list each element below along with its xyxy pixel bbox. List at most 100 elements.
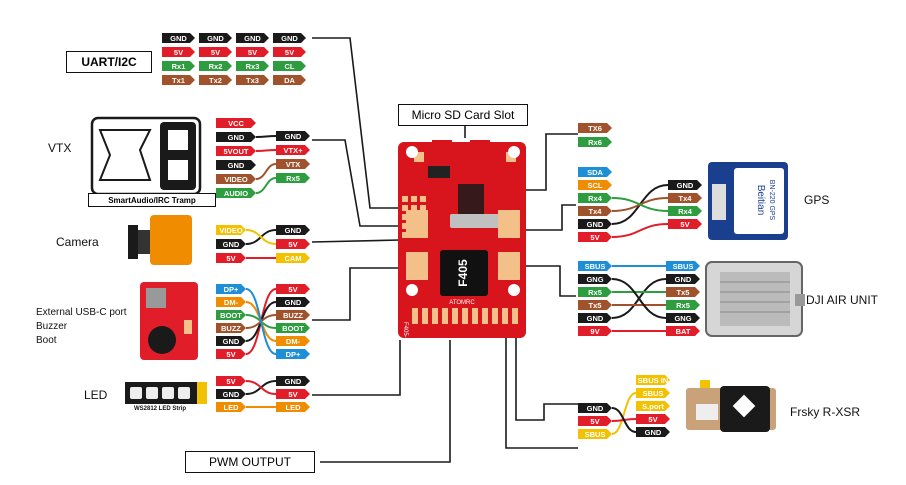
pin-label: GND bbox=[228, 133, 245, 142]
pin-tag: GND bbox=[578, 403, 612, 413]
pin-label: VCC bbox=[228, 119, 244, 128]
ws2812-label: WS2812 LED Strip bbox=[134, 406, 187, 412]
pin-label: Rx5 bbox=[286, 174, 300, 183]
buzzer-label: Buzzer bbox=[36, 321, 68, 332]
pin-label: DP+ bbox=[286, 350, 301, 359]
wire bbox=[611, 197, 669, 212]
pin-tag: 5V bbox=[216, 376, 246, 386]
pin-label: GND bbox=[645, 428, 662, 437]
pin-label: VTX bbox=[286, 160, 301, 169]
led-strip bbox=[125, 382, 207, 404]
pin-tag: 5V bbox=[216, 253, 246, 263]
pin-tag: GNG bbox=[578, 274, 612, 284]
pin-tag: GND bbox=[578, 313, 612, 323]
pin-label: GNG bbox=[586, 275, 603, 284]
pin-label: Tx1 bbox=[172, 76, 185, 85]
pin-label: 5V bbox=[680, 220, 689, 229]
flight-controller: F405 ATOMRC F405-NAVI bbox=[398, 140, 526, 352]
wire bbox=[255, 149, 277, 152]
pin-label: DM- bbox=[224, 298, 239, 307]
pin-tag: GND bbox=[216, 336, 246, 346]
pin-tag: GND bbox=[216, 160, 256, 170]
wire bbox=[245, 229, 277, 245]
pin-tag: GND bbox=[216, 239, 246, 249]
pin-tag: TX6 bbox=[578, 123, 612, 133]
pin-tag: GNG bbox=[666, 313, 700, 323]
pin-label: 5V bbox=[590, 417, 599, 426]
usb-label: External USB-C port bbox=[36, 307, 127, 318]
pin-label: GND bbox=[675, 275, 692, 284]
pin-tag: Tx4 bbox=[578, 206, 612, 216]
pin-tag: GND bbox=[276, 297, 310, 307]
pin-tag: SCL bbox=[578, 180, 612, 190]
pin-tag: GND bbox=[578, 219, 612, 229]
pin-label: 9V bbox=[590, 327, 599, 336]
pin-tag: 5V bbox=[668, 219, 702, 229]
gps-brand: Beitian bbox=[755, 185, 766, 216]
pin-tag: Rx5 bbox=[276, 173, 310, 183]
pin-tag: BAT bbox=[666, 326, 700, 336]
wire bbox=[611, 407, 637, 433]
pin-label: CL bbox=[285, 62, 295, 71]
pin-label: GND bbox=[223, 240, 240, 249]
pin-tag: DA bbox=[273, 75, 306, 85]
pin-label: LED bbox=[286, 403, 302, 412]
pin-tag: Tx2 bbox=[199, 75, 232, 85]
smartaudio-box: SmartAudio/IRC Tramp bbox=[88, 193, 216, 207]
pin-label: GND bbox=[587, 314, 604, 323]
pin-label: TX6 bbox=[588, 124, 602, 133]
pin-tag: GND bbox=[199, 33, 232, 43]
pin-label: SBUS bbox=[585, 430, 606, 439]
pin-label: GND bbox=[170, 34, 187, 43]
wire bbox=[255, 177, 277, 194]
pin-tag: Rx1 bbox=[162, 61, 195, 71]
uart-i2c-box: UART/I2C bbox=[66, 51, 152, 73]
pin-label: Tx5 bbox=[589, 301, 602, 310]
pin-label: GND bbox=[285, 226, 302, 235]
pin-tag: 5VOUT bbox=[216, 146, 256, 156]
pin-tag: Rx6 bbox=[578, 137, 612, 147]
pin-label: Rx5 bbox=[588, 288, 602, 297]
pin-label: 5V bbox=[226, 254, 235, 263]
frsky-label: Frsky R-XSR bbox=[790, 405, 860, 419]
pin-tag: DM- bbox=[216, 297, 246, 307]
pin-tag: GND bbox=[216, 389, 246, 399]
pin-tag: SBUS IN bbox=[636, 375, 670, 385]
pin-tag: 5V bbox=[273, 47, 306, 57]
pin-tag: LED bbox=[276, 402, 310, 412]
vtx-label: VTX bbox=[48, 141, 72, 155]
usb-buzzer-board bbox=[140, 282, 198, 360]
pin-tag: GND bbox=[162, 33, 195, 43]
pin-tag: 5V bbox=[216, 349, 246, 359]
pin-label: GND bbox=[285, 377, 302, 386]
frsky-receiver bbox=[686, 380, 776, 432]
pin-label: BAT bbox=[676, 327, 691, 336]
pin-label: 5V bbox=[226, 377, 235, 386]
pin-tag: Rx5 bbox=[578, 287, 612, 297]
gps-model: BN-220 GPS bbox=[768, 180, 775, 221]
pin-label: Rx4 bbox=[678, 207, 693, 216]
pin-tag: Rx2 bbox=[199, 61, 232, 71]
pin-label: S.port bbox=[642, 402, 664, 411]
pwm-output-box: PWM OUTPUT bbox=[185, 451, 315, 473]
connection-lines bbox=[311, 37, 578, 463]
pin-label: Tx5 bbox=[677, 288, 690, 297]
pin-label: SBUS bbox=[643, 389, 664, 398]
pin-label: BUZZ bbox=[283, 311, 303, 320]
pin-label: CAM bbox=[284, 254, 301, 263]
pin-tag: VIDEO bbox=[216, 174, 256, 184]
camera-device bbox=[128, 215, 192, 265]
pin-label: 5V bbox=[648, 415, 657, 424]
pin-tag: DP+ bbox=[216, 284, 246, 294]
fc-brand-label: ATOMRC bbox=[449, 300, 475, 306]
pin-tag: DP+ bbox=[276, 349, 310, 359]
pin-tag: VTX bbox=[276, 159, 310, 169]
pin-label: VIDEO bbox=[224, 175, 248, 184]
pin-label: DA bbox=[284, 76, 295, 85]
pin-tag: BUZZ bbox=[216, 323, 246, 333]
pin-label: GND bbox=[244, 34, 261, 43]
pin-label: 5V bbox=[590, 233, 599, 242]
pin-label: BUZZ bbox=[221, 324, 241, 333]
dji-label: DJI AIR UNIT bbox=[806, 293, 879, 307]
